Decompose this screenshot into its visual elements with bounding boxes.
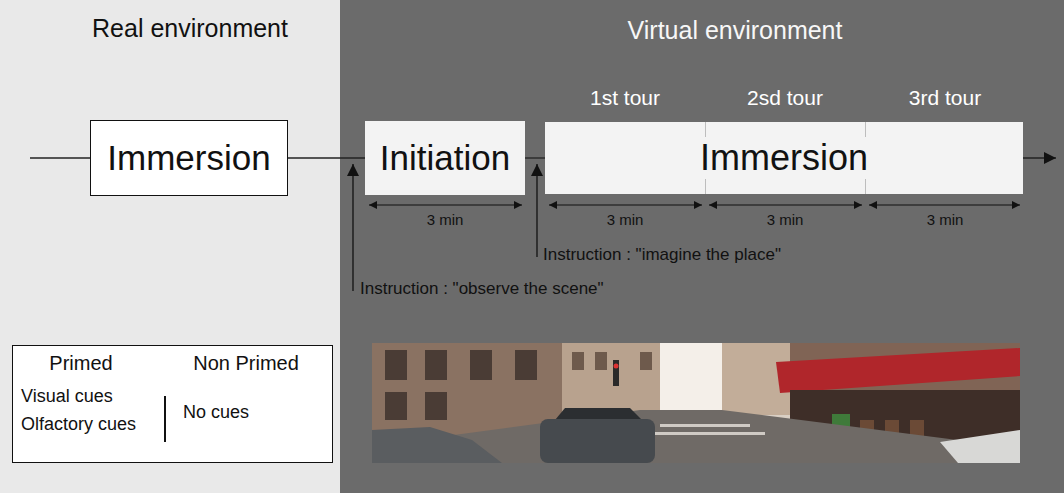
legend-divider bbox=[164, 396, 166, 442]
photo-window bbox=[572, 352, 584, 370]
legend-item: No cues bbox=[183, 402, 249, 423]
phase-box: Initiation bbox=[365, 121, 525, 195]
photo-crosswalk bbox=[660, 424, 750, 427]
legend-item: Visual cues bbox=[21, 386, 113, 407]
duration-arrow bbox=[869, 204, 1020, 205]
photo-car bbox=[555, 408, 642, 420]
photo-window bbox=[640, 352, 652, 370]
photo-window bbox=[385, 350, 407, 380]
photo-car bbox=[372, 427, 502, 463]
phase-label: Immersion bbox=[694, 137, 874, 178]
legend-heading: Primed bbox=[49, 352, 112, 375]
panel-heading: Real environment bbox=[92, 14, 288, 43]
instruction-arrow bbox=[352, 164, 353, 291]
environment-panel: Real environmentImmersionPrimed Non Prime… bbox=[0, 0, 340, 493]
duration-arrow bbox=[709, 204, 862, 205]
photo-storefront bbox=[790, 390, 1020, 440]
photo-window bbox=[425, 350, 447, 380]
photo-traffic-light bbox=[613, 360, 619, 386]
legend-heading: Non Primed bbox=[193, 352, 299, 375]
instruction-arrow bbox=[536, 164, 537, 257]
duration-label: 3 min bbox=[607, 211, 644, 228]
photo-awning bbox=[776, 348, 1020, 393]
instruction-label: Instruction : "observe the scene" bbox=[360, 279, 604, 299]
photo-window bbox=[385, 392, 407, 420]
duration-label: 3 min bbox=[767, 211, 804, 228]
tour-label: 3rd tour bbox=[909, 86, 981, 110]
photo-window bbox=[425, 392, 447, 420]
timeline-connector bbox=[288, 157, 365, 158]
timeline-connector bbox=[525, 157, 545, 158]
photo-building bbox=[372, 343, 567, 435]
phase-box: Immersion bbox=[545, 122, 1023, 194]
photo-window bbox=[470, 350, 492, 380]
legend-item: Olfactory cues bbox=[21, 414, 136, 435]
panel-heading: Virtual environment bbox=[628, 16, 843, 45]
legend-box: Primed Non PrimedVisual cuesOlfactory cue… bbox=[12, 345, 333, 463]
photo-bin bbox=[832, 414, 850, 438]
street-photo bbox=[372, 343, 1020, 463]
timeline-lead bbox=[30, 157, 90, 158]
phase-label: Initiation bbox=[374, 138, 516, 178]
photo-building bbox=[790, 343, 1020, 443]
photo-car bbox=[540, 419, 655, 463]
photo-crosswalk bbox=[655, 432, 765, 435]
photo-building bbox=[562, 343, 660, 419]
timeline-arrow bbox=[1023, 157, 1056, 158]
photo-sky bbox=[372, 343, 1020, 463]
photo-traffic-light bbox=[614, 364, 619, 369]
instruction-label: Instruction : "imagine the place" bbox=[543, 245, 781, 265]
photo-bright-sky bbox=[655, 343, 725, 415]
photo-window bbox=[515, 350, 537, 380]
photo-car bbox=[940, 430, 1020, 463]
photo-building bbox=[722, 343, 792, 415]
photo-chair bbox=[860, 420, 874, 436]
phase-box: Immersion bbox=[90, 120, 288, 196]
duration-arrow bbox=[369, 204, 522, 205]
phase-label: Immersion bbox=[101, 138, 276, 178]
photo-chair bbox=[910, 420, 924, 436]
photo-road bbox=[372, 410, 1020, 463]
photo-chair bbox=[885, 420, 899, 436]
duration-label: 3 min bbox=[927, 211, 964, 228]
photo-window bbox=[595, 352, 607, 370]
tour-label: 1st tour bbox=[590, 86, 660, 110]
duration-arrow bbox=[549, 204, 702, 205]
duration-label: 3 min bbox=[427, 211, 464, 228]
tour-label: 2sd tour bbox=[747, 86, 823, 110]
